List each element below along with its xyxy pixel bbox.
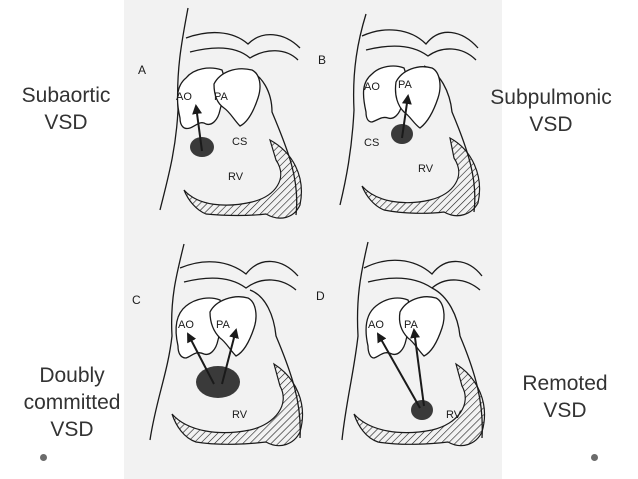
caption-line: Subaortic	[21, 84, 111, 107]
caption-remoted-vsd: Remoted VSD	[500, 370, 630, 424]
panel-d-pulmonary-artery	[398, 296, 445, 357]
panel-c-label-pa: PA	[216, 319, 231, 331]
panel-d-label-rv: RV	[446, 409, 462, 421]
caption-line: VSD	[543, 399, 587, 422]
caption-subaortic-vsd: Subaortic VSD	[4, 82, 128, 136]
panel-c-arrow-to-ao	[187, 332, 215, 385]
panel-c-vsd	[196, 366, 240, 398]
caption-line: VSD	[44, 111, 88, 134]
panel-b-label-pa: PA	[398, 79, 413, 91]
caption-line: VSD	[50, 418, 94, 441]
caption-line: committed	[23, 391, 121, 414]
panel-a-label-cs: CS	[232, 136, 247, 148]
panel-a-label-pa: PA	[214, 91, 229, 103]
panel-d-arrow-to-ao	[377, 332, 421, 409]
panel-a-label-rv: RV	[228, 171, 244, 183]
panel-b-heart-outline	[339, 13, 479, 213]
panel-d-heart-outline	[341, 241, 483, 441]
panel-c: C AO PA RV	[132, 243, 304, 447]
panel-c-arrow-to-pa	[221, 328, 239, 385]
caption-line: Doubly	[39, 364, 105, 387]
panel-c-heart-outline	[149, 243, 301, 441]
slide-dot-left	[40, 454, 47, 461]
panel-b-letter: B	[318, 53, 326, 67]
panel-d-vsd	[411, 400, 433, 420]
panel-c-label-rv: RV	[232, 409, 248, 421]
panel-c-myocardium	[171, 362, 304, 447]
panel-b-label-cs: CS	[364, 137, 379, 149]
panel-d-label-pa: PA	[404, 319, 419, 331]
panel-d-myocardium	[353, 362, 486, 447]
caption-line: Subpulmonic	[490, 86, 612, 109]
panel-a-letter: A	[138, 63, 146, 77]
figure-background	[124, 0, 502, 479]
panel-c-letter: C	[132, 293, 141, 307]
panel-b-label-rv: RV	[418, 163, 434, 175]
panel-a: A AO PA CS RV	[138, 7, 302, 219]
panel-b-pulmonary-artery	[394, 66, 441, 129]
panel-d-arrow-to-pa	[410, 328, 425, 407]
panel-c-pulmonary-artery	[209, 296, 257, 357]
panel-a-aorta	[176, 67, 225, 130]
caption-subpulmonic-vsd: Subpulmonic VSD	[476, 84, 626, 138]
panel-c-label-ao: AO	[178, 319, 194, 331]
panel-b-myocardium	[361, 136, 481, 217]
panel-b: B AO PA CS RV	[318, 13, 481, 217]
panel-b-label-ao: AO	[364, 81, 380, 93]
slide-dot-right	[591, 454, 598, 461]
caption-doubly-committed-vsd: Doubly committed VSD	[4, 362, 140, 443]
panel-a-arrow-to-ao	[192, 104, 203, 152]
caption-line: VSD	[529, 113, 573, 136]
panel-d-letter: D	[316, 289, 325, 303]
panel-a-myocardium	[183, 138, 302, 219]
panel-b-arrow-to-pa	[401, 94, 412, 139]
caption-line: Remoted	[522, 372, 608, 395]
panel-d-label-ao: AO	[368, 319, 384, 331]
panel-d: D AO PA RV	[316, 241, 486, 447]
panel-a-label-ao: AO	[176, 91, 192, 103]
panel-a-pulmonary-artery	[213, 68, 261, 127]
